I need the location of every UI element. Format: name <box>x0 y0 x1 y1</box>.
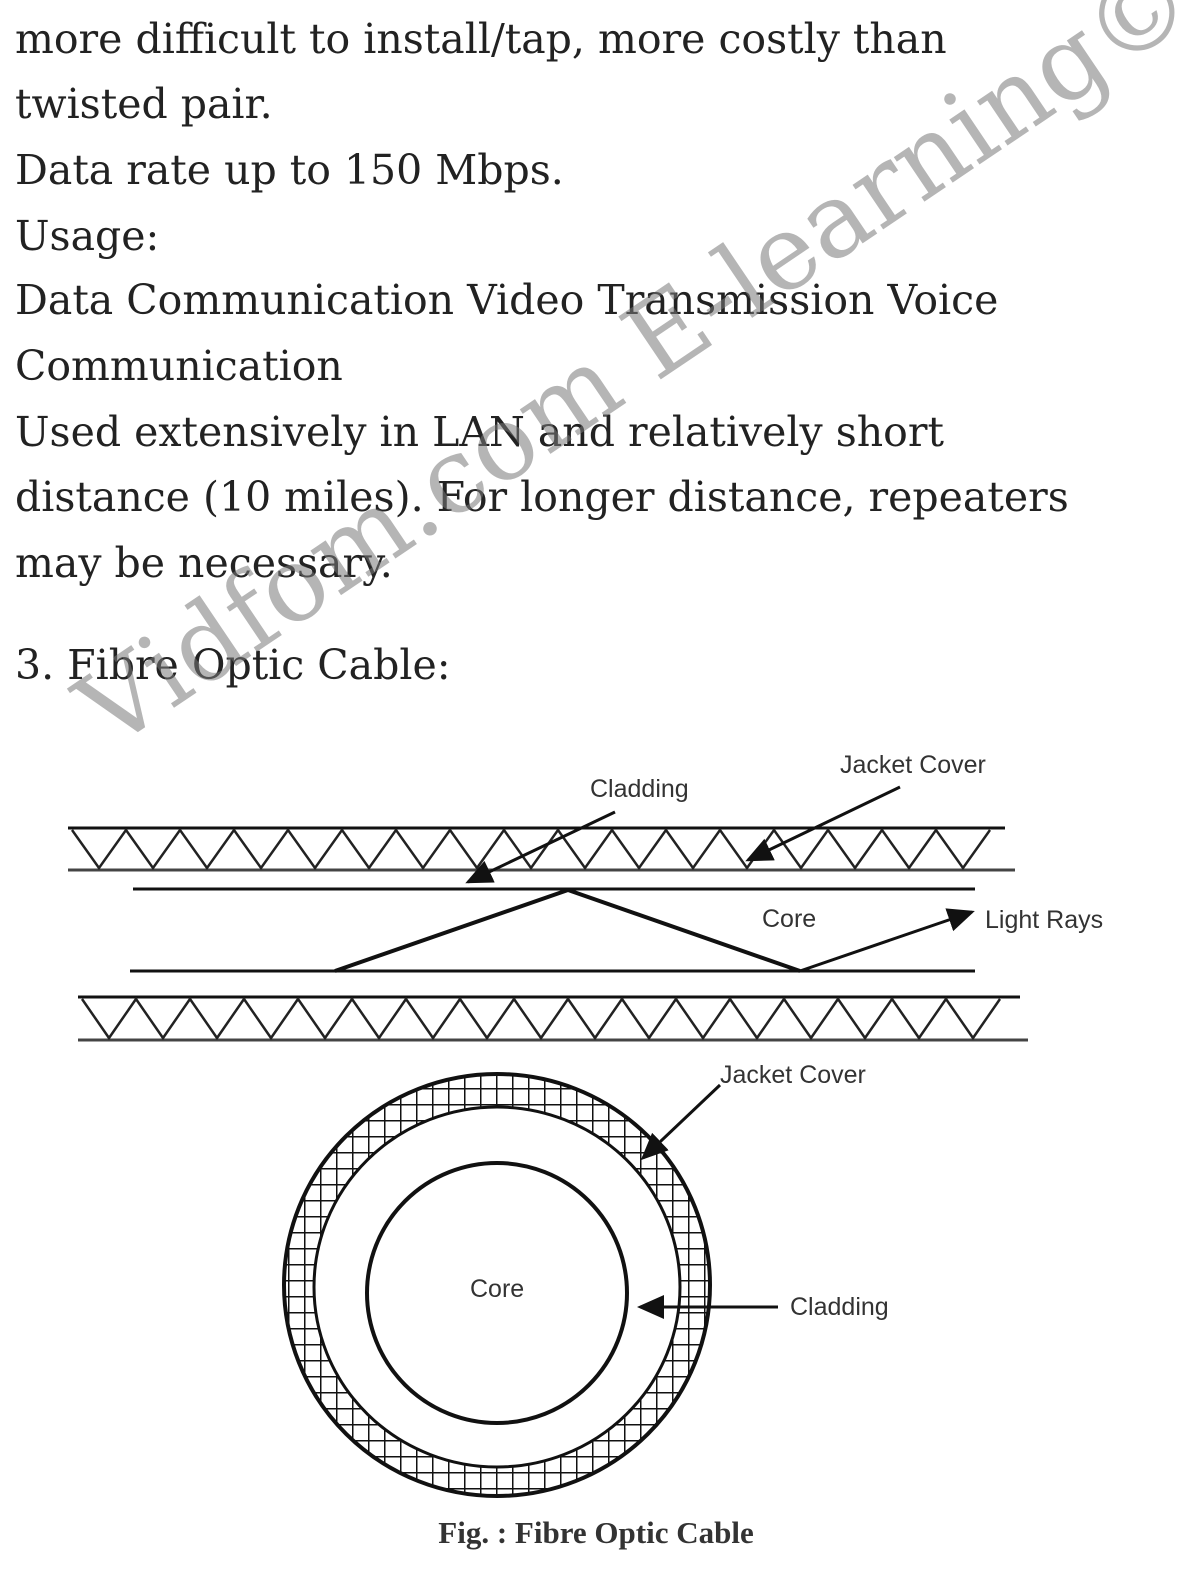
jacket-layer-bottom <box>78 995 1028 1042</box>
text-line: may be necessary. <box>15 539 393 587</box>
jacket-layer-top <box>68 826 1015 872</box>
light-ray <box>334 887 801 973</box>
core-circle <box>365 1161 629 1425</box>
text-line: Usage: <box>15 212 160 260</box>
label-cladding: Cladding <box>590 775 689 803</box>
text-line: Data Communication Video Transmission Vo… <box>15 276 999 324</box>
text-line: Used extensively in LAN and relatively s… <box>15 408 944 456</box>
jacket-zigzag <box>80 996 1002 1041</box>
label-cladding-2: Cladding <box>790 1293 889 1321</box>
label-core: Core <box>762 905 816 933</box>
jacket-arrow <box>745 785 901 862</box>
label-light-rays: Light Rays <box>985 906 1103 934</box>
text-line: distance (10 miles). For longer distance… <box>15 473 1069 521</box>
section-heading: 3. Fibre Optic Cable: <box>15 641 451 689</box>
text-line: more difficult to install/tap, more cost… <box>15 15 947 63</box>
label-jacket-cover-2: Jacket Cover <box>720 1061 866 1089</box>
cladding-arrow <box>465 810 616 884</box>
label-jacket-cover: Jacket Cover <box>840 751 986 779</box>
text-line: Communication <box>15 342 343 390</box>
figure-caption: Fig. : Fibre Optic Cable <box>438 1515 753 1550</box>
cross-section: Jacket Cover Core Cladding <box>282 1061 889 1498</box>
label-core-2: Core <box>470 1275 524 1303</box>
jacket-arrow-2 <box>640 1083 722 1161</box>
text-line: twisted pair. <box>15 80 273 128</box>
jacket-zigzag <box>70 827 992 871</box>
light-ray-arrow <box>799 908 975 973</box>
text-line: Data rate up to 150 Mbps. <box>15 146 564 194</box>
